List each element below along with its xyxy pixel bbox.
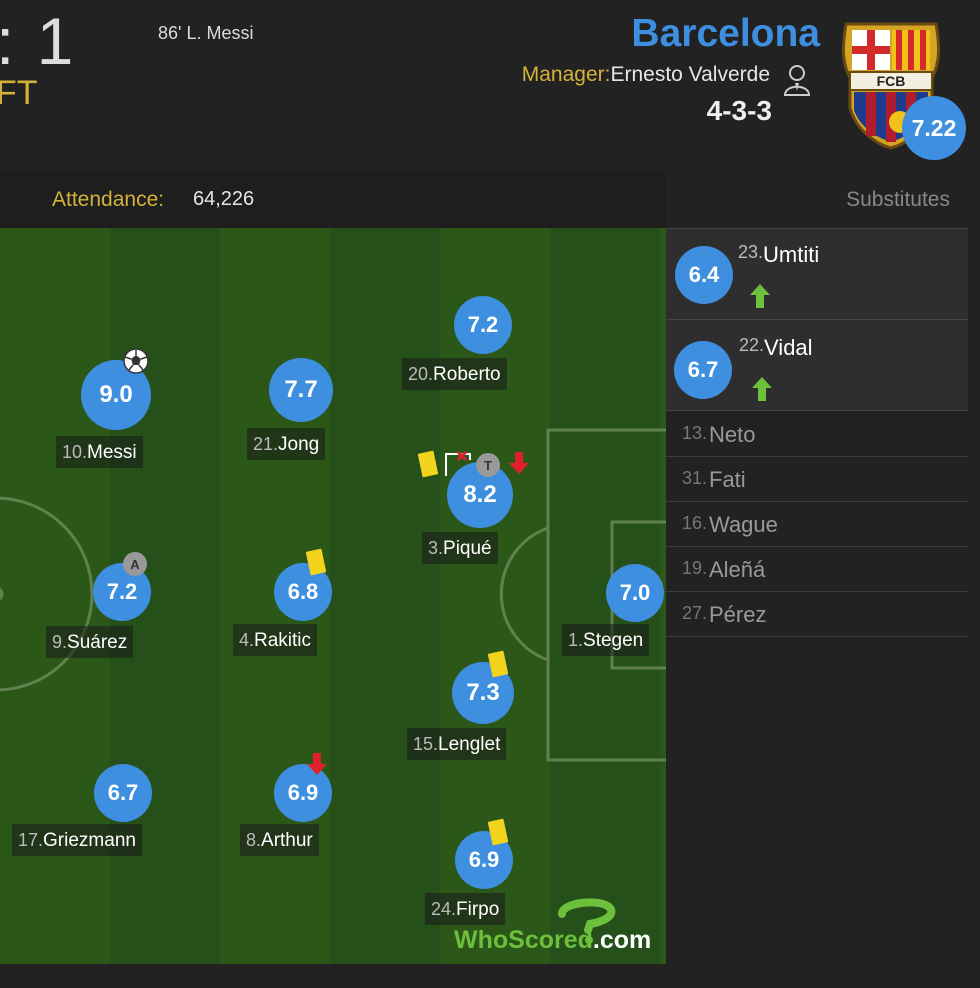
player-name-label: 4.Rakitic — [233, 624, 318, 656]
substitute-used-row[interactable]: 6.4 23.Umtiti — [666, 229, 968, 320]
whoscored-logo[interactable]: WhoScored.com — [452, 896, 662, 961]
whoscored-logo-text: WhoScored.com — [454, 926, 651, 955]
substitute-unused-row[interactable]: 31.Fati — [666, 457, 968, 502]
attendance-label: Attendance: — [52, 188, 165, 211]
logo-suffix: .com — [592, 926, 652, 954]
attendance-value: 64,226 — [193, 188, 255, 210]
player-name-label: 17.Griezmann — [12, 824, 142, 856]
player-name-label: 21.Jong — [247, 428, 326, 460]
substitute-unused-row[interactable]: 16.Wague — [666, 502, 968, 547]
substitute-unused-row[interactable]: 19.Aleñá — [666, 547, 968, 592]
player-number: 24. — [431, 899, 457, 919]
sub-name: Pérez — [709, 602, 767, 627]
manager-label: Manager: — [521, 63, 611, 86]
sub-off-arrow-icon — [509, 452, 529, 474]
t-badge-icon: T — [476, 453, 500, 477]
player-name-label: 9.Suárez — [46, 626, 134, 658]
crest-text: FCB — [877, 73, 906, 89]
sub-name: Aleñá — [709, 557, 766, 582]
player-name: Arthur — [261, 830, 313, 851]
manager-info: Manager:Ernesto Valverde — [522, 63, 770, 87]
player-number: 8. — [246, 830, 262, 850]
player-number: 10. — [62, 442, 88, 462]
sub-number: 19. — [682, 558, 708, 578]
sub-number: 13. — [682, 423, 708, 443]
sub-rating: 6.4 — [675, 246, 733, 304]
sub-name: Vidal — [764, 335, 813, 360]
sub-rating: 6.7 — [674, 341, 732, 399]
substitutes-header — [666, 172, 968, 229]
goal-scorer: 86' L. Messi — [158, 23, 254, 43]
substitute-unused-row[interactable]: 27.Pérez — [666, 592, 968, 637]
player-rating: 7.2 — [454, 296, 512, 354]
captain-icon: A — [123, 552, 147, 576]
player-name: Lenglet — [438, 734, 501, 755]
player-rating: 6.9 — [274, 764, 332, 822]
manager-name: Ernesto Valverde — [610, 63, 770, 86]
sub-number: 23. — [738, 242, 764, 262]
team-name[interactable]: Barcelona — [631, 12, 820, 55]
sub-name: Neto — [709, 422, 756, 447]
substitute-unused-row[interactable]: 13.Neto — [666, 412, 968, 457]
sub-name-label: 23.Umtiti — [738, 242, 819, 268]
player-name: Piqué — [443, 538, 492, 559]
sub-name: Umtiti — [763, 242, 820, 267]
sub-number: 31. — [682, 468, 708, 488]
sub-off-arrow-icon — [307, 753, 327, 775]
player-rating: 7.0 — [606, 564, 664, 622]
player-number: 9. — [52, 632, 68, 652]
player-name-label: 3.Piqué — [422, 532, 498, 564]
sub-number: 16. — [682, 513, 708, 533]
logo-brand: WhoScored — [454, 926, 593, 954]
player-rating: 6.7 — [94, 764, 152, 822]
player-number: 20. — [408, 364, 434, 384]
player-number: 4. — [239, 630, 255, 650]
team-rating-badge: 7.22 — [902, 96, 966, 160]
player-name: Messi — [87, 442, 137, 463]
player-name-label: 15.Lenglet — [407, 728, 507, 760]
player-name-label: 20.Roberto — [402, 358, 507, 390]
player-number: 17. — [18, 830, 44, 850]
sub-on-arrow-icon — [750, 284, 770, 308]
manager-icon — [783, 65, 811, 96]
player-name-label: 24.Firpo — [425, 893, 506, 925]
sub-number: 27. — [682, 603, 708, 623]
missed-goal-icon — [445, 450, 471, 476]
sub-on-arrow-icon — [752, 377, 772, 401]
player-name: Jong — [278, 434, 320, 455]
player-name: Roberto — [433, 364, 501, 385]
player-rating: 6.9 — [455, 831, 513, 889]
player-name: Griezmann — [43, 830, 136, 851]
player-rating: 7.7 — [269, 358, 333, 422]
player-name: Stegen — [583, 630, 644, 651]
player-number: 15. — [413, 734, 439, 754]
attendance-bar — [0, 172, 666, 228]
player-name: Firpo — [456, 899, 500, 920]
sub-number: 22. — [739, 335, 765, 355]
player-name-label: 10.Messi — [56, 436, 143, 468]
player-number: 1. — [568, 630, 584, 650]
player-name: Rakitic — [254, 630, 312, 651]
player-name-label: 1.Stegen — [562, 624, 650, 656]
substitute-used-row[interactable]: 6.7 22.Vidal — [666, 320, 968, 411]
player-name-label: 8.Arthur — [240, 824, 319, 856]
sub-name: Wague — [709, 512, 778, 537]
sub-name: Fati — [709, 467, 746, 492]
player-number: 3. — [428, 538, 444, 558]
goal-ball-icon — [123, 348, 149, 374]
formation: 4-3-3 — [706, 95, 772, 126]
score-fragment: : 1 — [0, 4, 76, 78]
substitutes-title: Substitutes — [846, 188, 950, 211]
match-status: FT — [0, 74, 38, 112]
player-name: Suárez — [67, 632, 128, 653]
whoscored-logo-icon — [558, 898, 616, 944]
sub-name-label: 22.Vidal — [739, 335, 813, 361]
player-number: 21. — [253, 434, 279, 454]
